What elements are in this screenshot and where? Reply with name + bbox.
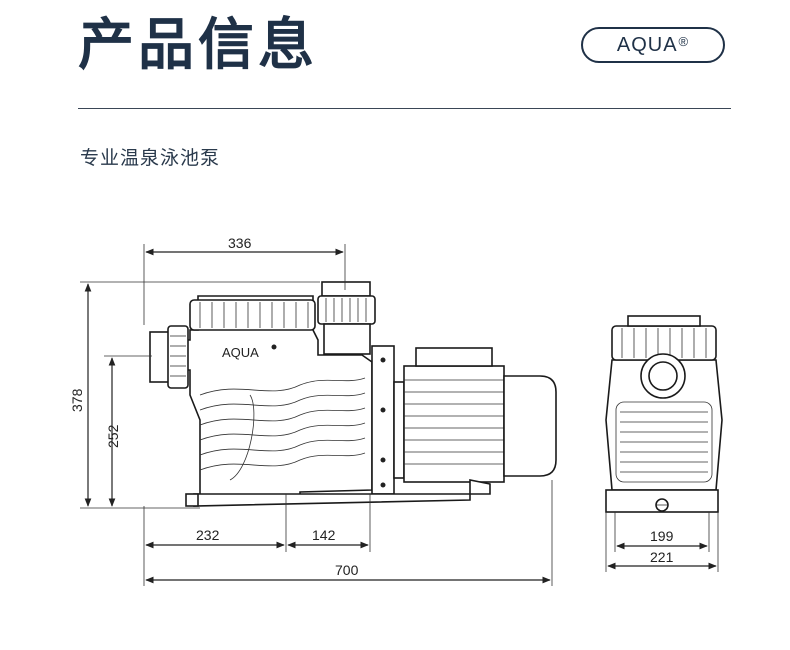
header-divider [78,108,731,109]
dim-232: 232 [196,527,220,543]
dim-378: 378 [69,388,85,412]
dim-700: 700 [335,562,359,578]
front-dimensions: 199 221 [605,512,719,572]
dim-336: 336 [228,235,252,251]
side-view: AQUA [149,281,557,507]
registered-mark: ® [678,33,690,49]
dim-199: 199 [650,528,674,544]
housing-brand-label: AQUA [222,345,259,360]
brand-name: AQUA [616,33,678,56]
dim-142: 142 [312,527,336,543]
front-view [605,315,723,513]
dim-252: 252 [105,424,121,448]
dim-221: 221 [650,549,674,565]
page-title: 产品信息 [78,13,318,78]
side-dimensions: 336 378 252 232 142 700 [69,235,553,586]
product-subtitle: 专业温泉泳池泵 [80,147,221,169]
brand-badge: AQUA® [581,27,725,63]
